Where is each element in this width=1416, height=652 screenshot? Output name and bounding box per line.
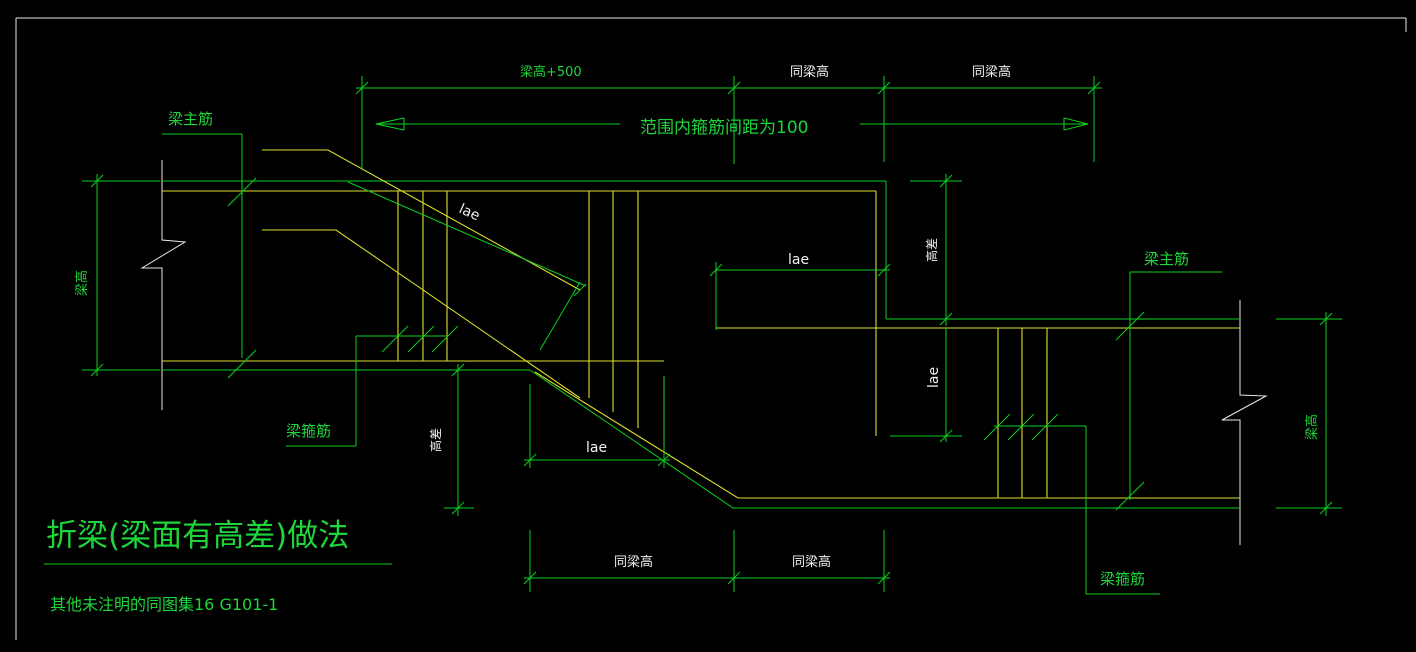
range-note: 范围内箍筋间距为100 [640,118,808,138]
dim-top-2: 同梁高 [790,64,829,80]
dim-bottom-2: 同梁高 [792,554,831,570]
right-beam-end [1221,300,1268,545]
dim-top-1: 梁高+500 [520,64,582,80]
label-lae-middle: lae [788,252,809,268]
dim-height-diff-right: 高差 [924,238,939,262]
label-lae-vertical: lae [926,367,942,388]
label-main-bar-left: 梁主筋 [168,110,213,128]
drawing-title: 折梁(梁面有高差)做法 [46,518,349,554]
dim-left-height: 梁高 [74,270,90,296]
label-main-bar-right: 梁主筋 [1144,250,1189,268]
dim-right-height: 梁高 [1304,414,1320,440]
dim-bottom-1: 同梁高 [614,554,653,570]
bottom-dimension-chain [523,530,891,592]
label-stirrup-right: 梁箍筋 [1100,570,1145,588]
height-diff-dimension-right [890,174,962,443]
left-beam-end [140,160,187,410]
lae-dimensions [347,181,891,468]
label-lae-bottom: lae [586,440,607,456]
leader-lines [44,133,1222,595]
left-height-dimension [82,174,160,377]
label-stirrup-left: 梁箍筋 [286,422,331,440]
dim-top-3: 同梁高 [972,64,1011,80]
drawing-frame [15,17,1407,640]
drawing-note: 其他未注明的同图集16 G101-1 [50,595,278,614]
height-diff-dimension-left [444,363,474,516]
top-dimension-chain [355,76,1102,170]
dim-height-diff-left: 高差 [428,428,443,452]
label-lae-diagonal: lae [456,201,482,224]
right-height-dimension [1276,312,1342,516]
